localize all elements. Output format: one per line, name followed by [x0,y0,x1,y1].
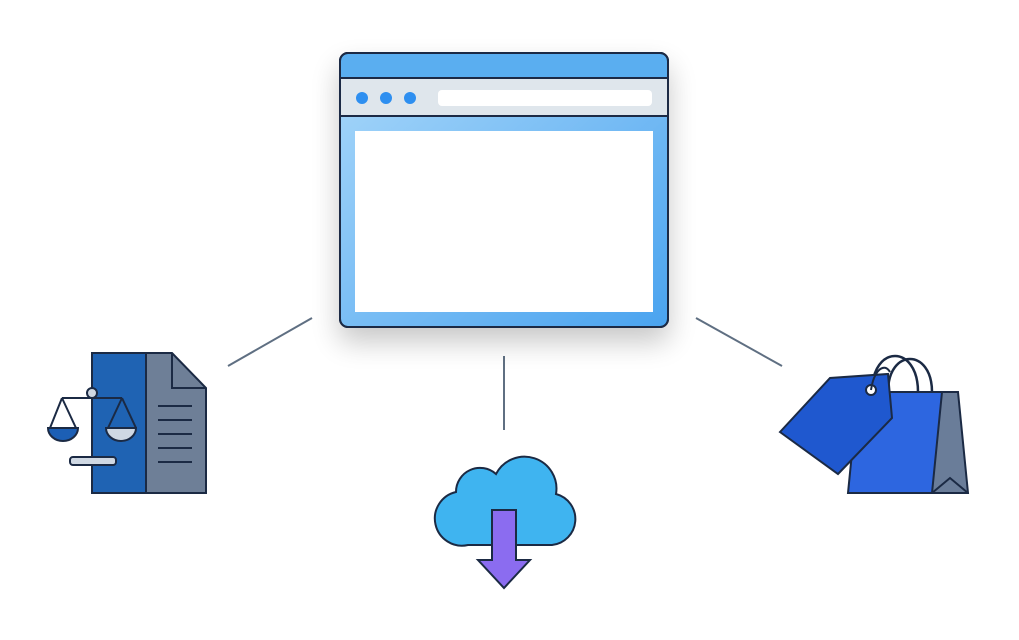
address-bar [438,90,652,106]
connector-right [695,317,783,367]
shopping-bag-tag-icon [778,354,970,494]
browser-content-area [355,131,653,312]
cloud-download-icon [433,455,577,590]
legal-document-icon [46,352,207,494]
price-tag-icon [778,372,894,476]
browser-window-icon [339,52,669,328]
connector-left [227,317,313,367]
window-dot-icon [404,92,416,104]
window-dot-icon [356,92,368,104]
scales-of-justice-icon [46,387,138,466]
download-arrow-icon [475,509,533,590]
window-dot-icon [380,92,392,104]
